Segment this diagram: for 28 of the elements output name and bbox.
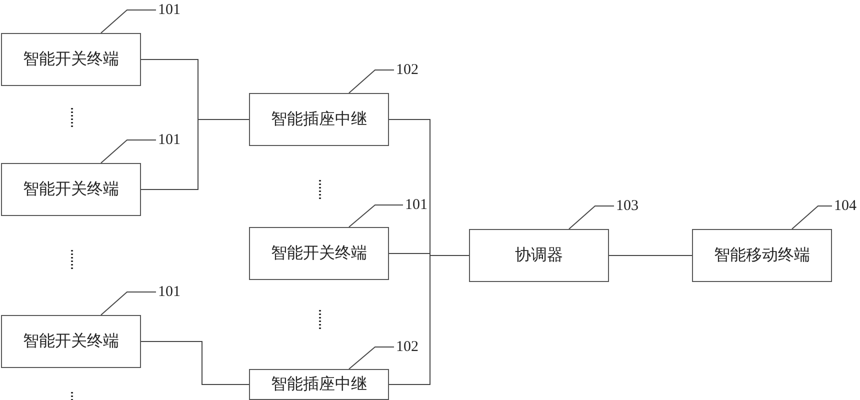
component-box: 智能开关终端 — [1, 315, 141, 368]
connector-line — [608, 255, 692, 256]
leader-line — [792, 206, 832, 230]
leader-line — [100, 10, 156, 34]
reference-number: 101 — [405, 195, 428, 215]
leader-line — [568, 206, 614, 230]
component-box: 智能插座中继 — [249, 93, 389, 146]
leader-line — [348, 204, 404, 228]
connector-line — [140, 119, 250, 190]
reference-number: 102 — [396, 337, 418, 357]
component-box: 智能插座中继 — [249, 369, 389, 400]
component-box: 协调器 — [469, 229, 609, 282]
reference-number: 103 — [616, 196, 638, 216]
component-box: 智能开关终端 — [1, 163, 141, 216]
connector-line — [140, 341, 250, 385]
reference-number: 101 — [158, 130, 180, 150]
reference-number: 102 — [396, 60, 418, 80]
reference-number: 101 — [158, 0, 180, 20]
leader-line — [348, 70, 394, 94]
component-box: 智能移动终端 — [692, 229, 832, 282]
component-box: 智能开关终端 — [1, 33, 141, 86]
leader-line — [100, 292, 156, 316]
reference-number: 101 — [158, 282, 180, 302]
leader-line — [348, 346, 394, 370]
reference-number: 104 — [834, 196, 856, 216]
component-box: 智能开关终端 — [249, 227, 389, 280]
leader-line — [100, 140, 156, 164]
connector-line — [388, 255, 470, 385]
